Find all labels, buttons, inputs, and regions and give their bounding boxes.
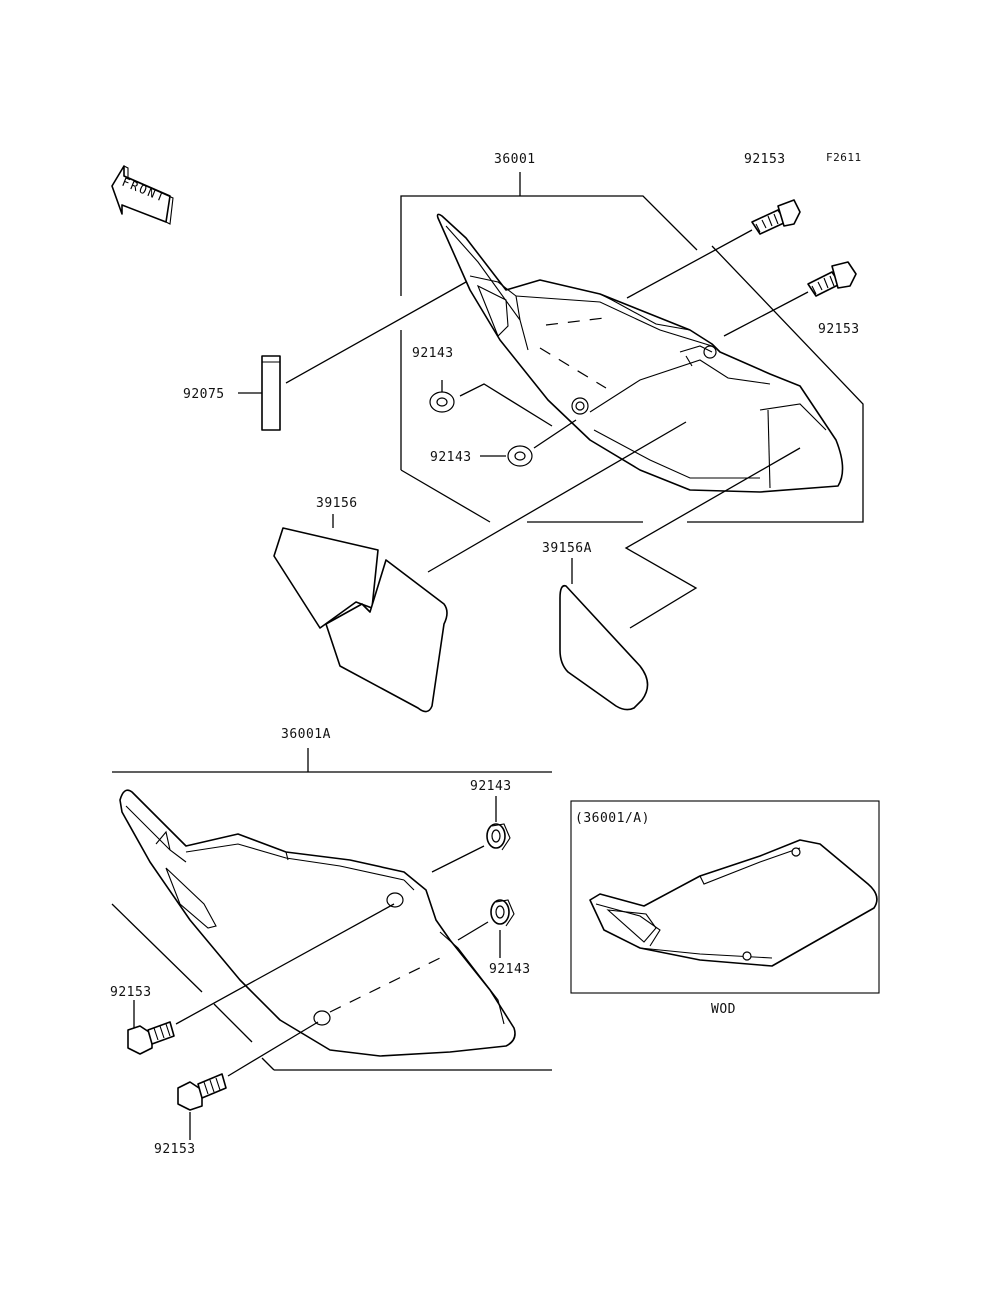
bolt-92153-top-a [626, 199, 801, 299]
part-label-92143-bot-b: 92143 [489, 962, 531, 977]
part-label-92153-bot-a: 92153 [110, 985, 152, 1000]
diagram-ref-code: F2611 [826, 151, 862, 164]
part-label-92075: 92075 [183, 387, 225, 402]
inset-caption: WOD [711, 1002, 736, 1017]
part-label-92153-bot-b: 92153 [154, 1142, 196, 1157]
bracket-36001 [400, 172, 864, 523]
side-cover-36001 [436, 213, 844, 493]
bolt-92153-bot-b [177, 1021, 319, 1140]
front-arrow-icon: FRONT [111, 165, 174, 225]
part-label-39156: 39156 [316, 496, 358, 511]
decal-39156A [559, 447, 801, 711]
part-label-92143-top-a: 92143 [412, 346, 454, 361]
grommet-92143-top-a [429, 380, 553, 427]
part-label-36001A: 36001A [281, 727, 331, 742]
grommet-92143-top-b [480, 419, 577, 467]
pad-92075 [238, 281, 467, 431]
bolt-92153-top-b [723, 261, 857, 337]
upper-dashed-guides [539, 317, 607, 389]
part-label-36001: 36001 [494, 152, 536, 167]
part-label-92153-top-a: 92153 [744, 152, 786, 167]
decal-39156 [273, 421, 687, 713]
bracket-36001A [111, 748, 552, 1071]
side-cover-36001A [119, 789, 516, 1057]
part-label-92153-top-b: 92153 [818, 322, 860, 337]
inset-box [570, 800, 880, 994]
part-label-92143-top-b: 92143 [430, 450, 472, 465]
bolt-92153-bot-a [127, 903, 395, 1055]
grommet-92143-bot-a [431, 796, 511, 873]
inset-title: (36001/A) [575, 811, 650, 826]
part-label-92143-bot-a: 92143 [470, 779, 512, 794]
part-label-39156A: 39156A [542, 541, 592, 556]
grommet-92143-bot-b [457, 899, 515, 958]
